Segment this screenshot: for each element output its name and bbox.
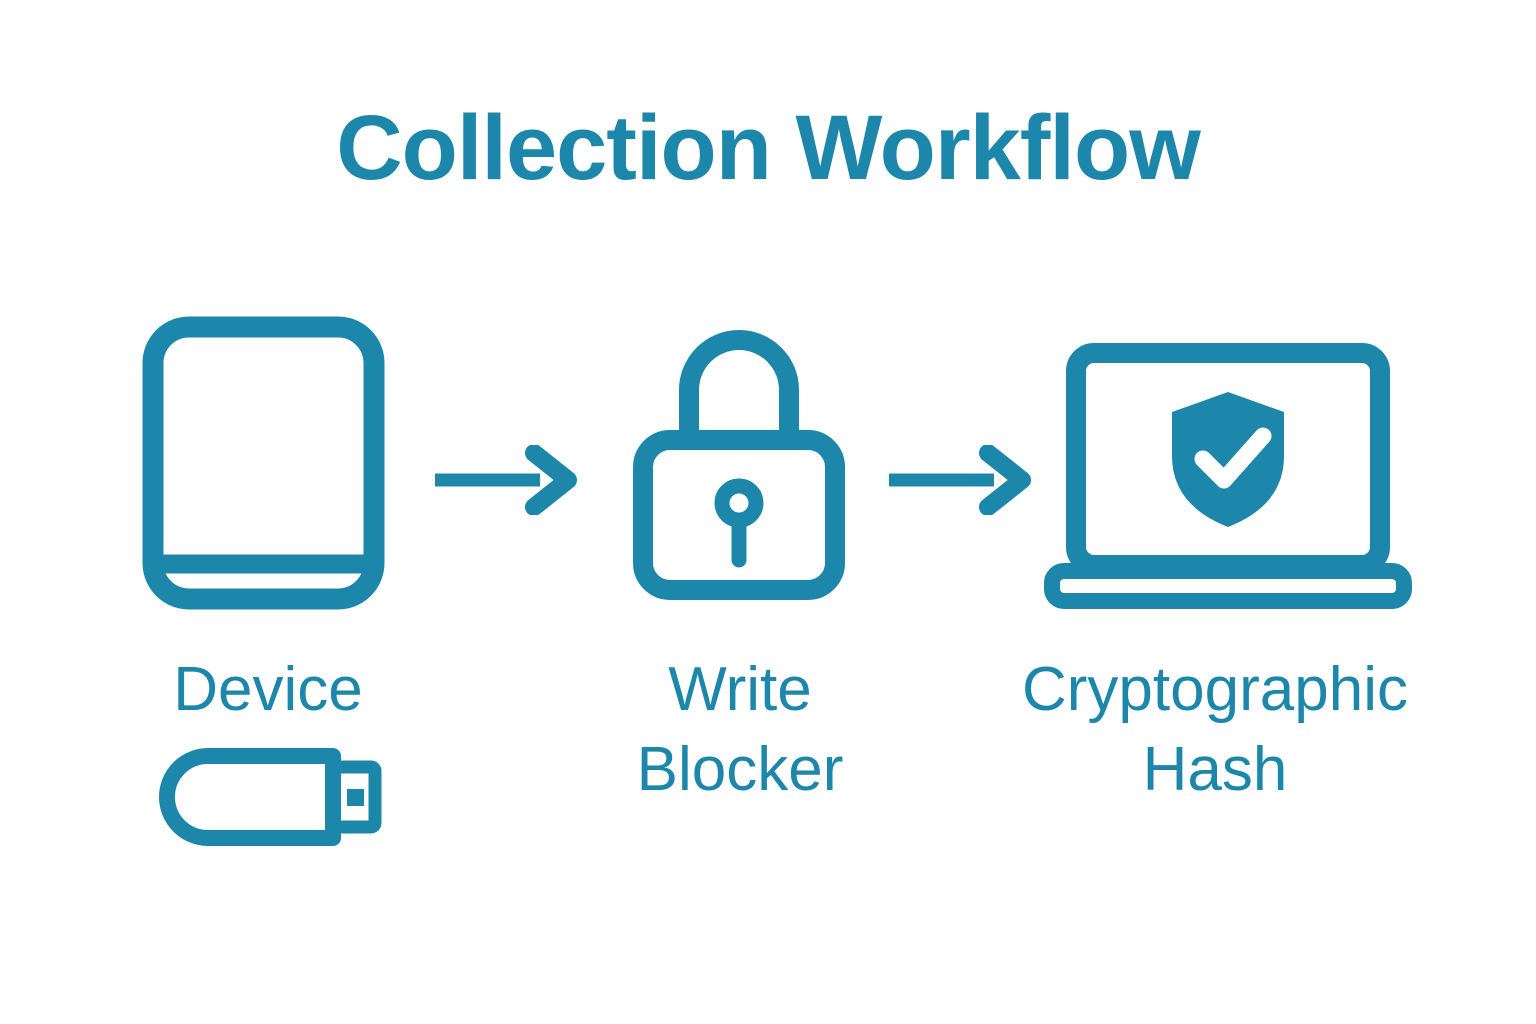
- arrow-right-icon: [430, 445, 580, 515]
- step-label-line: Write: [668, 655, 812, 724]
- step-label-line: Device: [173, 655, 363, 724]
- usb-drive-icon: [152, 747, 382, 847]
- step-label-cryptographic-hash: Cryptographic Hash: [995, 650, 1435, 810]
- diagram-title: Collection Workflow: [336, 97, 1201, 199]
- laptop-shield-check-icon: [1043, 343, 1413, 613]
- step-label-line: Cryptographic: [1022, 655, 1408, 724]
- tablet-device-icon: [142, 316, 385, 610]
- step-label-line: Blocker: [636, 735, 844, 804]
- step-label-line: Hash: [1142, 735, 1288, 804]
- step-label-device: Device: [68, 650, 468, 730]
- padlock-icon: [633, 300, 845, 600]
- step-label-write-blocker: Write Blocker: [540, 650, 940, 810]
- arrow-right-icon: [884, 445, 1034, 515]
